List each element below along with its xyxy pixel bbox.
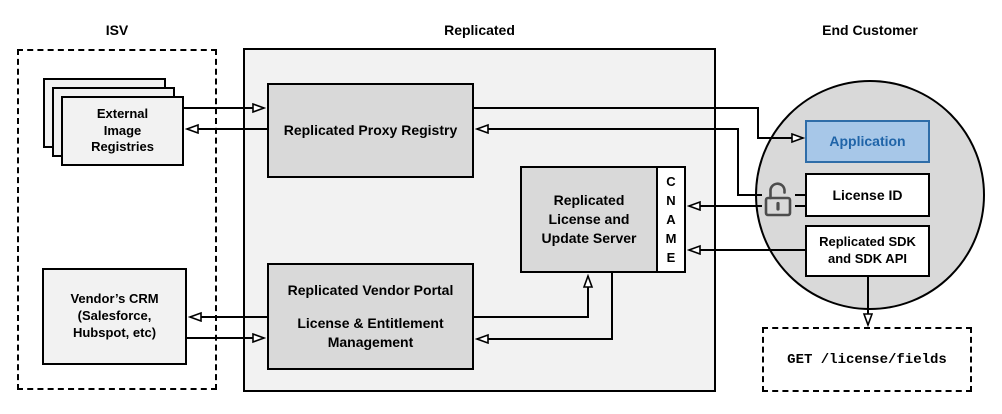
- license-update-server-node: Replicated License and Update Server C N…: [520, 166, 686, 273]
- section-title-isv: ISV: [105, 22, 129, 38]
- node-label-line: Replicated: [553, 192, 625, 209]
- vendors-crm-node: Vendor’s CRM (Salesforce, Hubspot, etc): [42, 268, 187, 365]
- node-label-line: Vendor’s CRM: [70, 291, 159, 307]
- node-label-line: Management: [327, 333, 414, 350]
- endpoint-label: GET /license/fields: [787, 351, 947, 368]
- node-label: Application: [829, 133, 906, 150]
- node-label-line: and SDK API: [828, 251, 907, 266]
- node-label-line: Registries: [91, 139, 154, 155]
- cname-letter: M: [665, 231, 677, 246]
- license-update-server-label: Replicated License and Update Server: [522, 168, 656, 271]
- node-label-line: Replicated SDK: [819, 234, 916, 250]
- node-label: License ID: [832, 186, 903, 203]
- replicated-vendor-portal-node: Replicated Vendor Portal License & Entit…: [267, 263, 474, 370]
- node-label: Replicated Proxy Registry: [283, 122, 458, 139]
- cname-letter: A: [666, 212, 676, 227]
- cname-strip: C N A M E: [656, 168, 684, 271]
- node-label-line: Update Server: [541, 229, 637, 246]
- node-label-line: (Salesforce,: [77, 308, 152, 324]
- node-label-line: Image: [103, 122, 142, 138]
- external-image-registries-node: External Image Registries: [61, 96, 184, 166]
- node-title: Replicated Vendor Portal: [287, 282, 454, 299]
- cname-letter: E: [666, 250, 676, 265]
- node-label-line: Hubspot, etc): [72, 324, 157, 340]
- cname-letter: N: [666, 193, 676, 208]
- cname-letter: C: [666, 174, 676, 189]
- section-title-end-customer: End Customer: [822, 22, 918, 38]
- replicated-proxy-registry-node: Replicated Proxy Registry: [267, 83, 474, 178]
- node-label-line: License and: [548, 211, 630, 228]
- node-label-line: License & Entitlement: [297, 315, 444, 332]
- replicated-sdk-node: Replicated SDK and SDK API: [805, 225, 930, 277]
- node-label-line: External: [96, 105, 149, 121]
- license-id-node: License ID: [805, 173, 930, 217]
- get-license-fields-node: GET /license/fields: [762, 327, 972, 392]
- application-node: Application: [805, 120, 930, 163]
- section-title-replicated: Replicated: [444, 22, 515, 38]
